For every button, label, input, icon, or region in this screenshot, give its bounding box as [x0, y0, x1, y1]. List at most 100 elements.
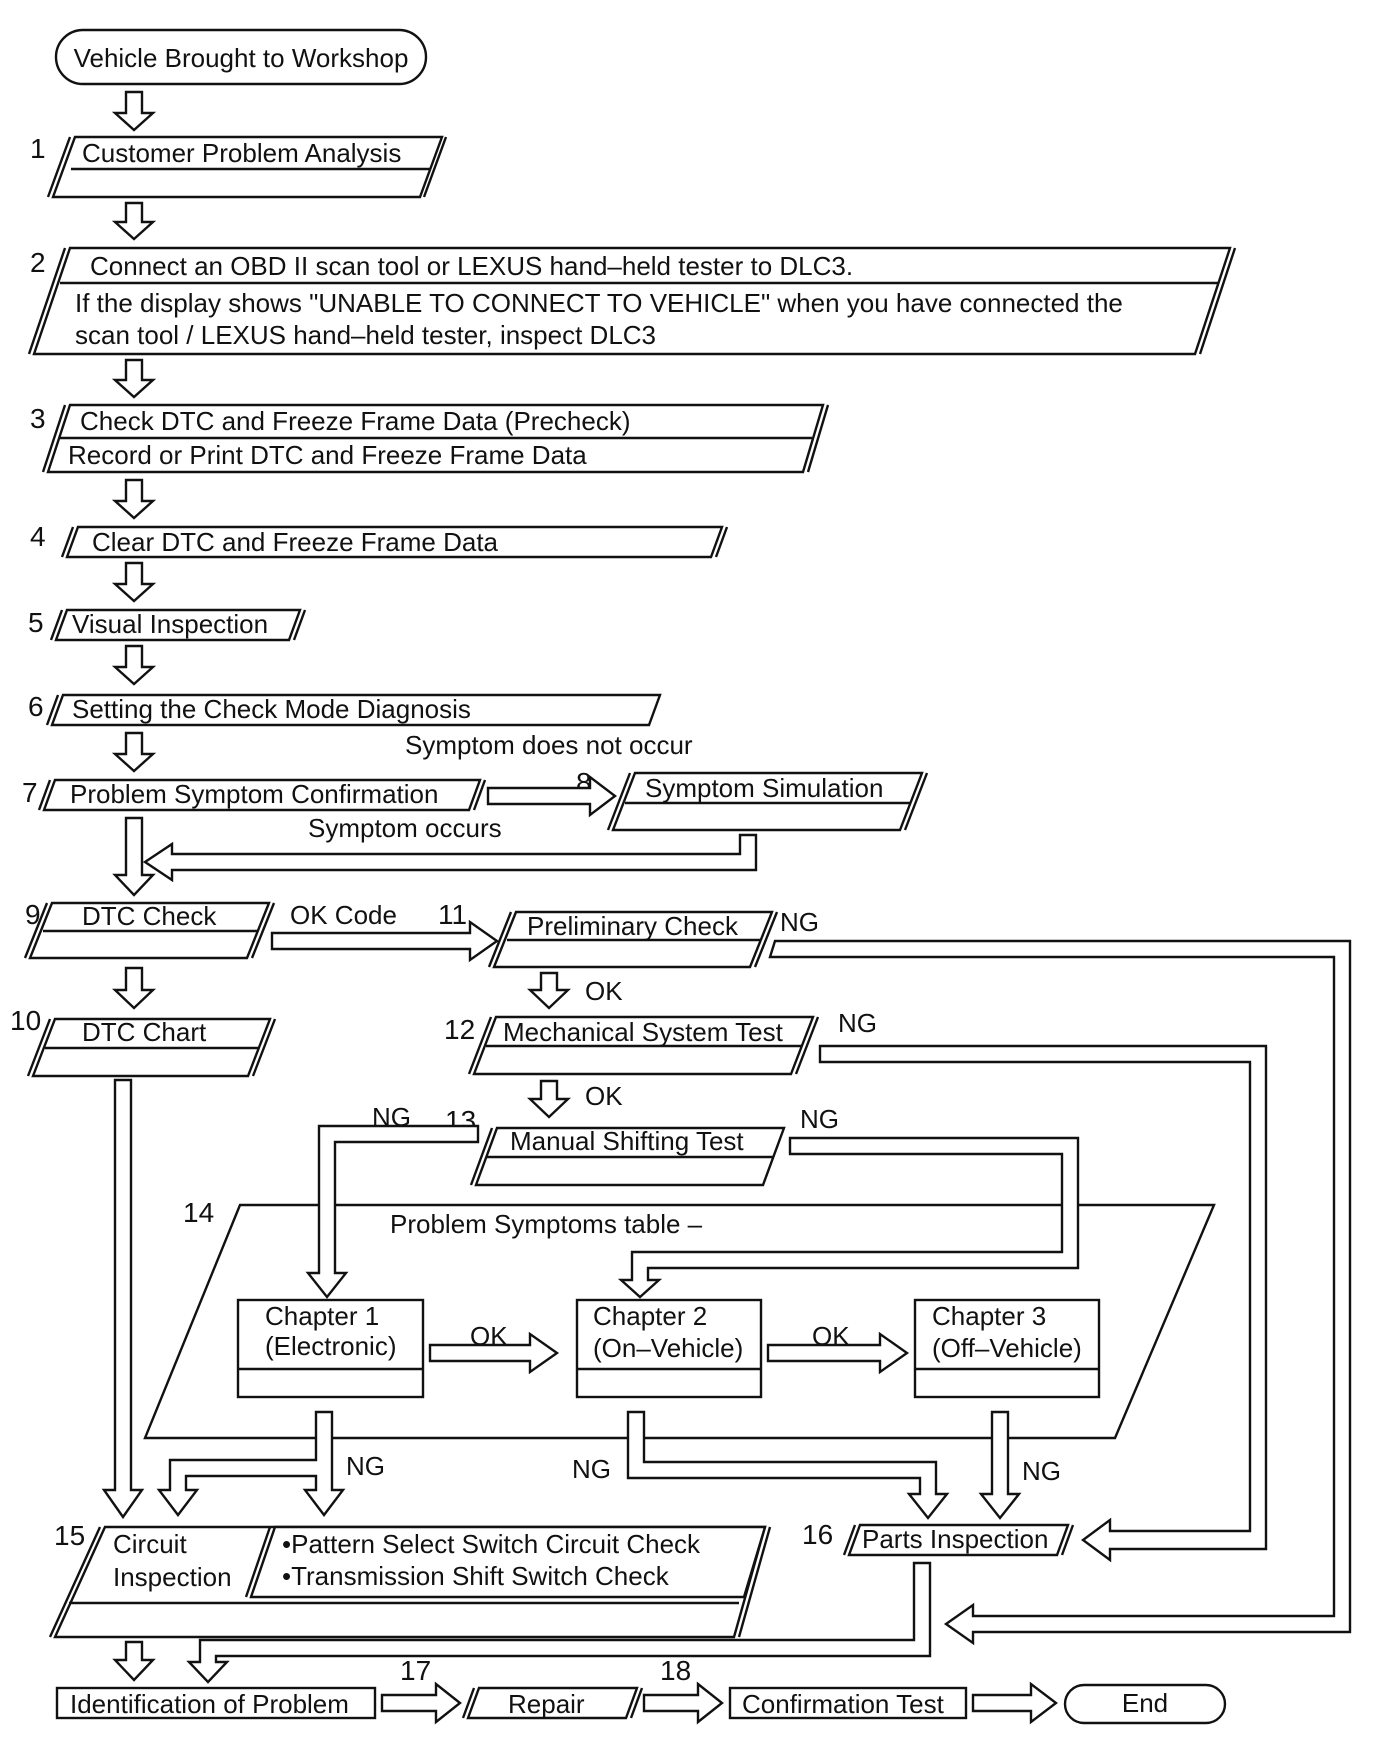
- step-12-number: 12: [444, 1014, 475, 1045]
- label-chapter-1-ng: NG: [346, 1451, 385, 1481]
- step-10-label: DTC Chart: [82, 1017, 207, 1047]
- step-1-number: 1: [30, 133, 46, 164]
- step-12-label: Mechanical System Test: [503, 1017, 784, 1047]
- end-terminal: [1063, 1683, 1227, 1725]
- arrow-12-ng-to-16: [818, 1044, 1268, 1563]
- step-6-number: 6: [28, 691, 44, 722]
- arrow-13-ng-to-chapter-1: [305, 1124, 480, 1299]
- arrow-chapter-3-ng-to-16: [978, 1410, 1022, 1520]
- step-15-label-line-1: Circuit: [113, 1529, 187, 1559]
- arrow-chapter-1-to-2: [428, 1331, 560, 1375]
- arrow-15-to-identification: [112, 1640, 156, 1682]
- step-15-number: 15: [54, 1520, 85, 1551]
- identification-of-problem-label: Identification of Problem: [70, 1689, 349, 1719]
- arrow-11-to-12: [526, 971, 572, 1010]
- label-symptom-does-not-occur: Symptom does not occur: [405, 730, 693, 760]
- step-3-label: Check DTC and Freeze Frame Data (Prechec…: [80, 406, 631, 436]
- step-9-label: DTC Check: [82, 901, 217, 931]
- step-15-item-2: •Transmission Shift Switch Check: [282, 1561, 670, 1591]
- step-11-number: 11: [438, 899, 467, 930]
- label-12-ok: OK: [585, 1081, 623, 1111]
- chapter-3-off-vehicle: Chapter 3 (Off–Vehicle): [913, 1298, 1101, 1399]
- step-9-dtc-check: 9 DTC Check: [23, 899, 276, 960]
- arrow-10-to-15: [101, 1078, 145, 1520]
- step-6-check-mode-diagnosis: 6 Setting the Check Mode Diagnosis: [28, 691, 662, 727]
- step-6-label: Setting the Check Mode Diagnosis: [72, 694, 471, 724]
- step-5-number: 5: [28, 607, 44, 638]
- arrow-11-ng-to-identification: [768, 939, 1352, 1646]
- step-7-problem-symptom-confirmation: 7 Problem Symptom Confirmation: [22, 777, 487, 812]
- step-4-clear-dtc: 4 Clear DTC and Freeze Frame Data: [30, 521, 729, 559]
- arrow-6-to-7: [111, 731, 157, 773]
- step-4-number: 4: [30, 521, 46, 552]
- arrow-7-to-8: [486, 774, 617, 818]
- step-18-confirmation-test: 18 Confirmation Test: [660, 1655, 968, 1720]
- arrow-16-to-identification: [186, 1561, 932, 1684]
- step-1-label: Customer Problem Analysis: [82, 138, 401, 168]
- step-14-number: 14: [183, 1197, 214, 1228]
- identification-of-problem-box: [55, 1686, 377, 1720]
- step-16-label: Parts Inspection: [862, 1524, 1048, 1554]
- step-3-number: 3: [30, 403, 46, 434]
- label-12-ng: NG: [838, 1008, 877, 1038]
- step-2-label: Connect an OBD II scan tool or LEXUS han…: [90, 251, 853, 281]
- arrow-2-to-3: [111, 358, 157, 399]
- arrow-chapter-2-to-3: [766, 1331, 910, 1375]
- arrow-5-to-6: [111, 644, 157, 686]
- step-12-mechanical-system-test: 12 Mechanical System Test: [444, 1014, 820, 1076]
- step-7-number: 7: [22, 777, 38, 808]
- step-7-label: Problem Symptom Confirmation: [70, 779, 438, 809]
- arrow-8-return: [142, 833, 758, 883]
- chapter-3-line-1: Chapter 3: [932, 1301, 1046, 1331]
- step-14-label: Problem Symptoms table –: [390, 1209, 703, 1239]
- step-9-number: 9: [25, 899, 41, 930]
- step-8-label: Symptom Simulation: [645, 773, 883, 803]
- step-15-circuit-inspection: 15 Circuit Inspection •Pattern Select Sw…: [48, 1520, 772, 1639]
- chapter-2-line-1: Chapter 2: [593, 1301, 707, 1331]
- label-chapter-3-ng: NG: [1022, 1456, 1061, 1486]
- arrow-4-to-5: [111, 561, 157, 603]
- step-16-parts-inspection: 16 Parts Inspection: [802, 1519, 1075, 1557]
- step-3-check-dtc-precheck: 3 Check DTC and Freeze Frame Data (Prech…: [30, 403, 830, 474]
- step-18-label: Confirmation Test: [742, 1689, 945, 1719]
- arrow-3-to-4: [111, 478, 157, 520]
- step-5-label: Visual Inspection: [72, 609, 268, 639]
- chapter-1-line-2: (Electronic): [265, 1331, 396, 1361]
- label-11-ok: OK: [585, 976, 623, 1006]
- arrow-9-to-11: [270, 919, 500, 963]
- end-label: End: [1122, 1688, 1168, 1718]
- step-5-visual-inspection: 5 Visual Inspection: [28, 607, 307, 642]
- step-10-number: 10: [10, 1005, 41, 1036]
- step-13-manual-shifting-test: 13 Manual Shifting Test: [445, 1105, 786, 1187]
- chapter-2-on-vehicle: Chapter 2 (On–Vehicle): [575, 1298, 763, 1399]
- arrow-9-to-10: [111, 966, 157, 1010]
- step-4-label: Clear DTC and Freeze Frame Data: [92, 527, 499, 557]
- arrow-12-to-13: [526, 1079, 572, 1119]
- step-18-number: 18: [660, 1655, 691, 1686]
- step-13-label: Manual Shifting Test: [510, 1126, 744, 1156]
- arrow-confirmation-to-end: [971, 1681, 1058, 1725]
- chapter-1-electronic: Chapter 1 (Electronic): [236, 1298, 425, 1399]
- step-10-dtc-chart: 10 DTC Chart: [10, 1005, 277, 1078]
- label-symptom-occurs: Symptom occurs: [308, 813, 502, 843]
- step-15-label-line-2: Inspection: [113, 1562, 232, 1592]
- chapter-3-line-2: (Off–Vehicle): [932, 1333, 1082, 1363]
- label-13-ng-left: NG: [372, 1102, 411, 1132]
- arrow-1-to-2: [111, 201, 157, 241]
- step-2-note-line-1: If the display shows "UNABLE TO CONNECT …: [75, 288, 1123, 318]
- step-17-label: Repair: [508, 1689, 585, 1719]
- step-1-customer-problem-analysis: 1 Customer Problem Analysis: [30, 133, 448, 199]
- label-11-ng: NG: [780, 907, 819, 937]
- step-17-number: 17: [400, 1655, 431, 1686]
- arrow-chapter-1-ng-to-15: [156, 1410, 346, 1517]
- step-11-label: Preliminary Check: [527, 911, 739, 941]
- label-chapter-2-ng: NG: [572, 1454, 611, 1484]
- arrow-start-to-1: [111, 90, 157, 132]
- label-chapter-1-ok: OK: [470, 1321, 508, 1351]
- step-2-connect-scan-tool: 2 Connect an OBD II scan tool or LEXUS h…: [27, 246, 1237, 356]
- arrow-13-ng-to-chapter-2: [617, 1136, 1080, 1299]
- step-15-item-1: •Pattern Select Switch Circuit Check: [282, 1529, 701, 1559]
- step-8-symptom-simulation: 8 Symptom Simulation: [576, 767, 929, 832]
- step-11-preliminary-check: 11 Preliminary Check: [438, 899, 779, 969]
